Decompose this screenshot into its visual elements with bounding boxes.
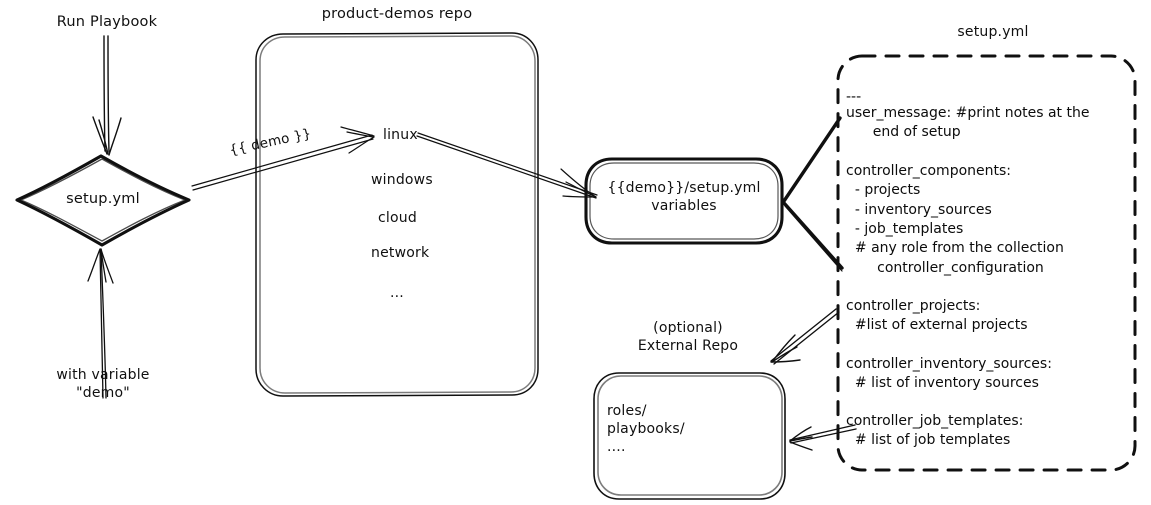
setup-yml-section-user-message: user_message: #print notes at the end of… (846, 105, 1090, 141)
with-variable-label: with variable "demo" (56, 367, 150, 401)
arrow-job-templates-to-external-repo (789, 424, 857, 451)
setup-yml-diamond-shape (15, 154, 191, 247)
setup-yml-section-controller-job-templates: controller_job_templates: # list of job … (846, 413, 1024, 449)
external-repo-box-shape (593, 372, 786, 500)
connector-setup-to-vars-upper (782, 116, 842, 203)
setup-yml-section-controller-components: controller_components: - projects - inve… (846, 163, 1064, 276)
vars-box-shape (584, 157, 784, 245)
connector-setup-to-vars-lower-thin (784, 205, 843, 272)
setup-yml-section-controller-inventory-sources: controller_inventory_sources: # list of … (846, 356, 1052, 392)
arrow-run-playbook (92, 35, 122, 156)
repo-item-cloud: cloud (378, 210, 417, 226)
setup-yml-dashed-box (836, 54, 1137, 472)
arrow-projects-to-external-repo (770, 308, 840, 365)
product-demos-repo-box (255, 32, 539, 397)
arrow-linux-to-vars (416, 132, 598, 199)
vars-box-label: {{demo}}/setup.yml variables (607, 180, 761, 214)
connector-setup-to-vars-lower (782, 201, 844, 270)
setup-yml-section-doc-start: --- (846, 89, 862, 105)
repo-item-network: network (371, 245, 430, 261)
vars-box-shape-inner (589, 162, 779, 240)
setup-yml-diamond-label: setup.yml (66, 191, 140, 207)
run-playbook-label: Run Playbook (56, 14, 158, 30)
repo-item-ellipsis: ... (390, 285, 404, 301)
external-repo-title: (optional) External Repo (637, 320, 739, 354)
arrow-with-variable (87, 248, 114, 399)
repo-item-windows: windows (371, 172, 433, 188)
external-repo-body: roles/ playbooks/ .... (607, 403, 685, 455)
repo-item-linux: linux (383, 127, 418, 143)
setup-yml-section-controller-projects: controller_projects: #list of external p… (846, 298, 1028, 334)
product-demos-repo-title: product-demos repo (321, 6, 473, 22)
setup-yml-box-title: setup.yml (957, 24, 1029, 40)
setup-yml-diamond-shape-inner (20, 158, 186, 242)
arrow-demo-to-linux (191, 126, 375, 191)
